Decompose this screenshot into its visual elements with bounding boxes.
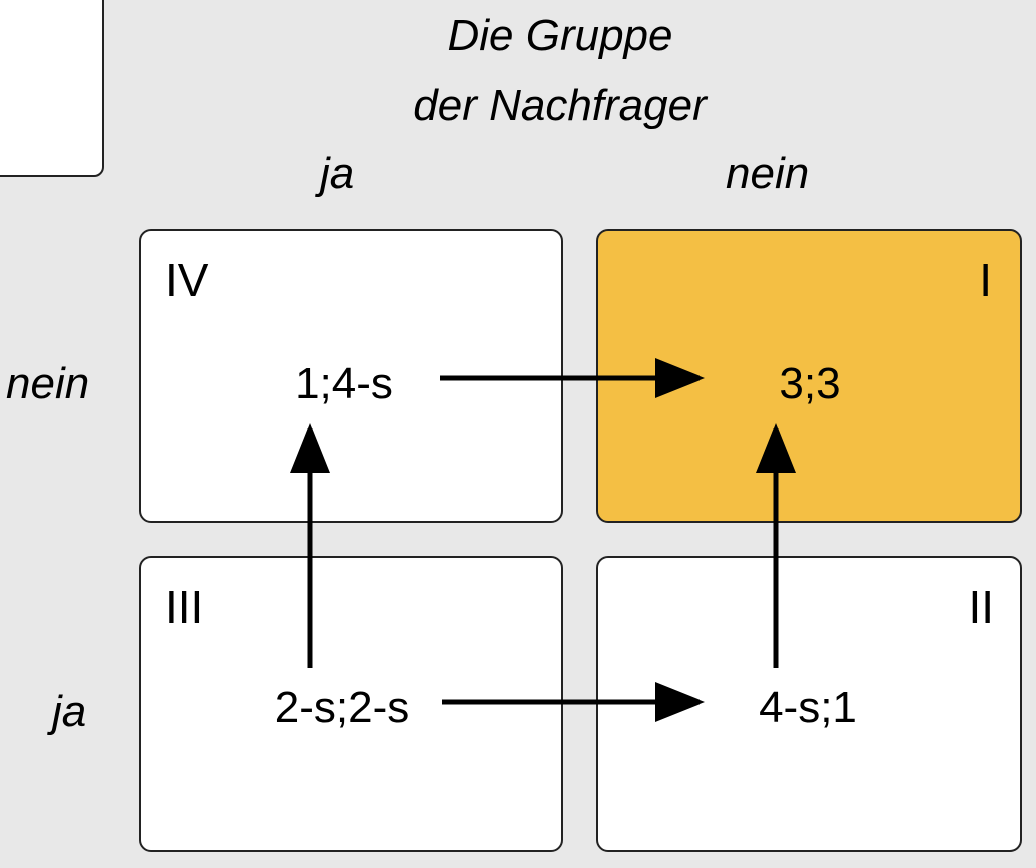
cell-iv-numeral: IV [165,254,209,306]
column-label-ja: ja [320,149,355,198]
cell-ii-numeral: II [968,581,994,633]
payoff-i: 3;3 [779,359,841,408]
cell-i-numeral: I [979,254,992,306]
payoff-iv: 1;4-s [295,359,393,408]
column-label-nein: nein [726,149,810,198]
title-line-1: Die Gruppe [447,11,673,60]
cell-iii-numeral: III [165,581,204,633]
corner-box [0,0,104,177]
row-label-ja: ja [52,687,87,736]
payoff-ii: 4-s;1 [759,683,857,732]
payoff-iii: 2-s;2-s [274,683,410,732]
row-label-nein: nein [6,359,90,408]
title-line-2: der Nachfrager [413,81,707,130]
